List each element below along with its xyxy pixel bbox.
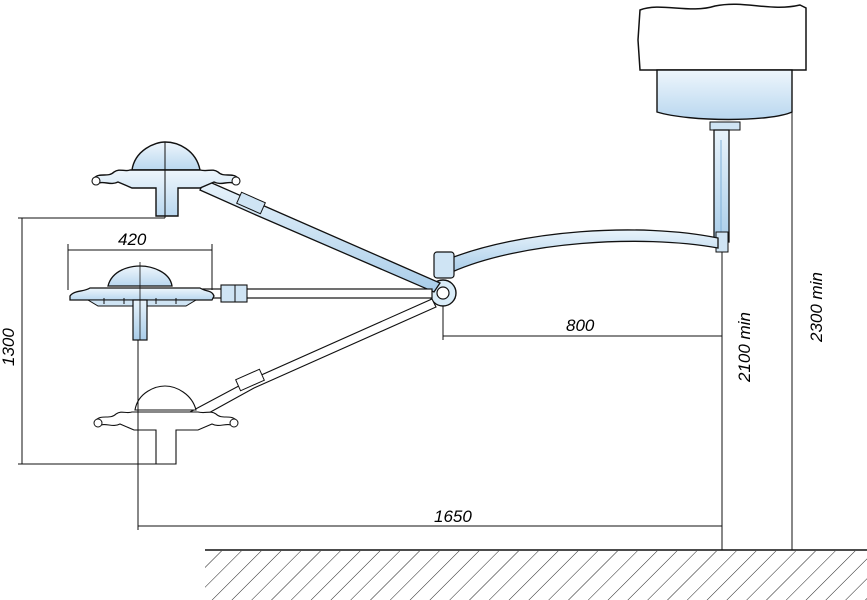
lamp-head-lower — [93, 385, 239, 465]
dim-420-label: 420 — [118, 230, 147, 249]
lamp-head-middle — [69, 262, 215, 341]
dim-1650-label: 1650 — [434, 507, 472, 526]
lower-arm — [189, 298, 437, 421]
curved-arm — [445, 229, 719, 273]
floor — [205, 549, 867, 600]
dim-2100-label: 2100 min — [735, 312, 754, 383]
dim-800-label: 800 — [566, 316, 595, 335]
dim-1300-label: 1300 — [0, 328, 18, 366]
dim-2300-label: 2300 min — [807, 272, 826, 343]
dimension-lines — [18, 69, 806, 550]
arm-joint — [429, 251, 457, 307]
ceiling-canopy — [656, 69, 793, 131]
upper-arm — [199, 179, 441, 293]
vertical-column — [713, 129, 730, 253]
ceiling-block — [637, 3, 807, 71]
lamp-head-upper — [91, 141, 241, 218]
